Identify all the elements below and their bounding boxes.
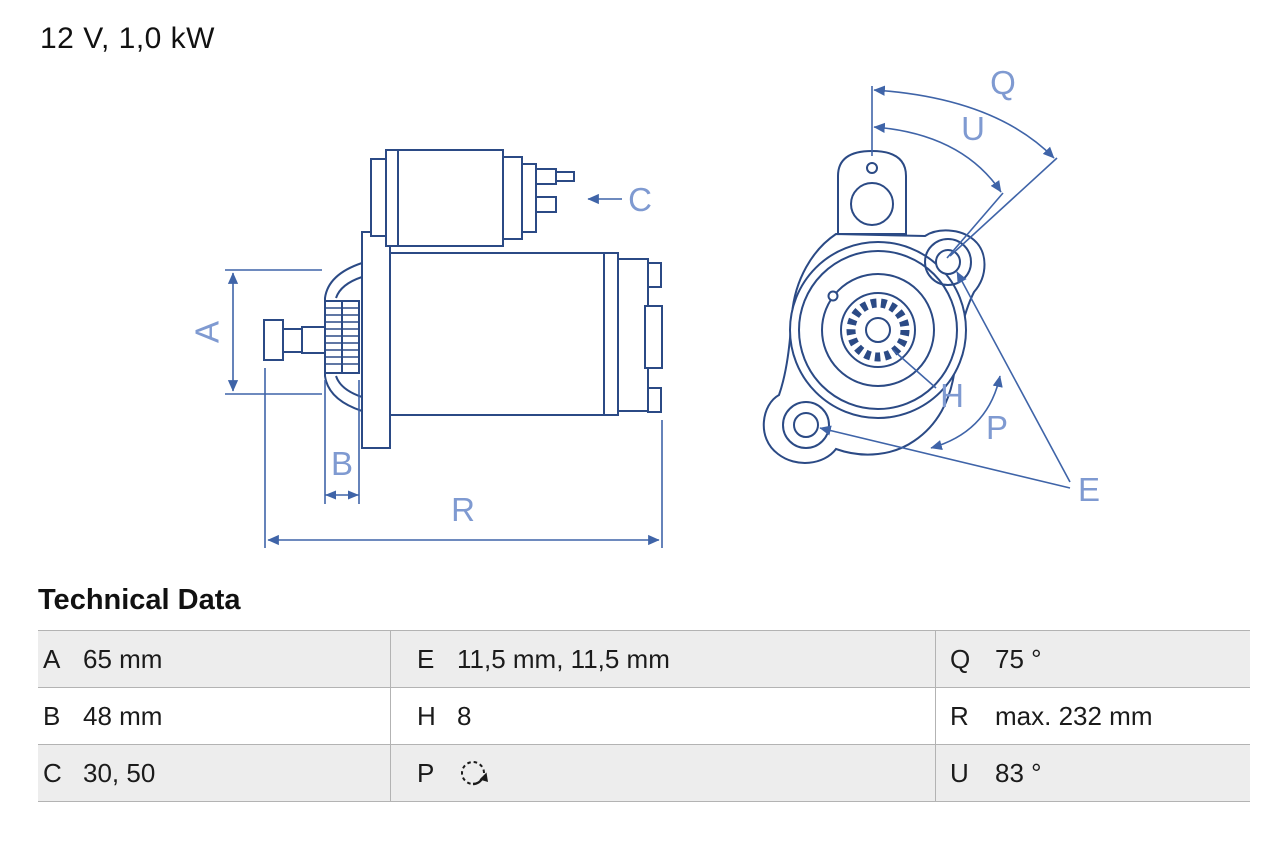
dimension-lines: [225, 85, 1071, 548]
rotation-clockwise-icon: [461, 760, 488, 785]
technical-data-heading: Technical Data: [38, 584, 241, 616]
dim-label-H: H: [940, 377, 964, 414]
spec-value: 83 °: [995, 757, 1042, 788]
dim-label-B: B: [331, 445, 353, 482]
dim-label-R: R: [451, 491, 475, 528]
spec-cell-P: P: [390, 745, 935, 801]
spec-key: U: [950, 757, 969, 788]
spec-value: 30, 50: [83, 757, 156, 788]
table-row: B 48 mm H 8 R max. 232 mm: [38, 687, 1250, 744]
spec-cell-H: H 8: [390, 688, 935, 744]
table-row: A 65 mm E 11,5 mm, 11,5 mm Q 75 °: [38, 631, 1250, 687]
spec-value: 48 mm: [83, 700, 163, 731]
spec-key: Q: [950, 643, 971, 674]
dim-label-Q: Q: [990, 64, 1016, 101]
spec-cell-Q: Q 75 °: [935, 631, 1250, 687]
spec-value: 75 °: [995, 643, 1042, 674]
spec-value: 11,5 mm, 11,5 mm: [457, 643, 670, 674]
spec-value: 65 mm: [83, 643, 163, 674]
spec-key: B: [43, 700, 61, 731]
spec-value: max. 232 mm: [995, 700, 1153, 731]
technical-data-table: A 65 mm E 11,5 mm, 11,5 mm Q 75 ° B 48 m…: [38, 630, 1250, 802]
front-view: [762, 149, 986, 464]
spec-value: 8: [457, 700, 472, 731]
page-title: 12 V, 1,0 kW: [40, 22, 215, 55]
spec-cell-B: B 48 mm: [38, 688, 390, 744]
dim-label-E: E: [1078, 471, 1100, 508]
dim-label-U: U: [961, 110, 985, 147]
spec-key: H: [417, 700, 436, 731]
side-view: [263, 149, 663, 449]
spec-value: [457, 756, 493, 789]
dimension-labels: A B C R Q U H P E: [189, 64, 1101, 528]
spec-cell-U: U 83 °: [935, 745, 1250, 801]
dim-label-P: P: [986, 409, 1008, 446]
technical-drawing: A B C R Q U H P E: [189, 64, 1101, 548]
dim-label-C: C: [628, 181, 652, 218]
spec-key: E: [417, 643, 435, 674]
spec-cell-C: C 30, 50: [38, 745, 390, 801]
dim-label-A: A: [189, 321, 226, 343]
spec-key: P: [417, 757, 435, 788]
spec-key: R: [950, 700, 969, 731]
spec-cell-R: R max. 232 mm: [935, 688, 1250, 744]
technical-data-section: Technical Data A 65 mm E 11,5 mm, 11,5 m…: [38, 584, 1250, 802]
spec-cell-E: E 11,5 mm, 11,5 mm: [390, 631, 935, 687]
table-row: C 30, 50 P U 83 °: [38, 744, 1250, 801]
spec-cell-A: A 65 mm: [38, 631, 390, 687]
spec-key: A: [43, 643, 61, 674]
spec-key: C: [43, 757, 62, 788]
